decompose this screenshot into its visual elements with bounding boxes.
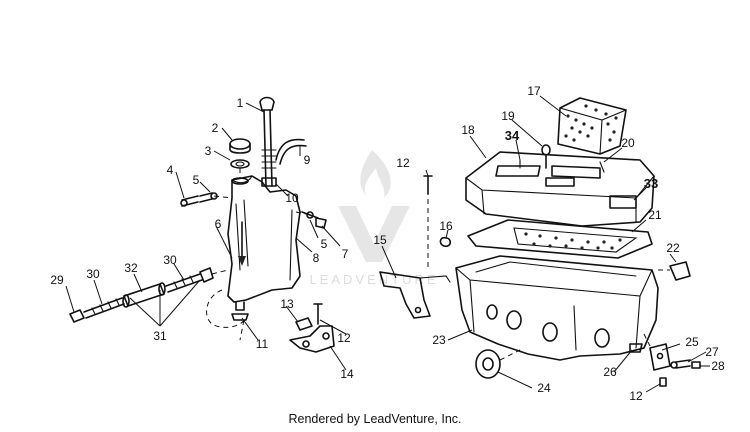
flame-logo-icon (360, 150, 391, 198)
callout-34: 34 (505, 128, 520, 143)
callout-15: 15 (373, 233, 387, 247)
inline-fuel-filter (123, 283, 165, 307)
latch-bracket (649, 343, 671, 371)
callout-1: 1 (237, 96, 244, 110)
callout-24: 24 (537, 381, 551, 395)
callout-30b: 30 (163, 253, 177, 267)
fuel-tank (227, 175, 301, 303)
callout-32: 32 (124, 261, 138, 275)
watermark-text: LEADVENTURE (309, 272, 438, 287)
cap-gasket (230, 159, 250, 169)
callout-29: 29 (50, 273, 64, 287)
fuel-line-assembly (69, 267, 229, 323)
leader-lines (65, 95, 710, 393)
callout-31: 31 (153, 329, 167, 343)
fuel-pickup-tube (263, 109, 273, 187)
callout-4: 4 (167, 163, 174, 177)
callout-19: 19 (501, 109, 515, 123)
callout-labels: 1 2 3 4 5 5 6 7 8 9 10 11 12 12 12 13 14… (50, 84, 725, 403)
callout-22: 22 (666, 241, 680, 255)
callout-18: 18 (461, 123, 475, 137)
latch-clip (669, 261, 691, 281)
retaining-knob (541, 144, 551, 156)
footer-credit: Rendered by LeadVenture, Inc. (288, 412, 462, 426)
callout-12b: 12 (337, 331, 351, 345)
callout-28: 28 (711, 359, 725, 373)
callout-27: 27 (705, 345, 719, 359)
callout-7: 7 (342, 247, 349, 261)
callout-6: 6 (215, 217, 222, 231)
callout-20: 20 (621, 136, 635, 150)
filter-pad (467, 219, 653, 259)
callout-13: 13 (280, 297, 294, 311)
callout-14: 14 (340, 367, 354, 381)
callout-23: 23 (432, 333, 446, 347)
callout-9: 9 (304, 153, 311, 167)
callout-26: 26 (603, 365, 617, 379)
fuel-tank-assembly (180, 96, 335, 353)
battery-box-lid (465, 151, 655, 227)
battery-tray (455, 255, 659, 361)
callout-3: 3 (205, 144, 212, 158)
air-filter-element (557, 97, 627, 155)
caster-wheel (475, 349, 501, 379)
callout-11: 11 (256, 337, 269, 351)
callout-25: 25 (685, 335, 699, 349)
callout-17: 17 (527, 84, 541, 98)
fuel-line (83, 297, 125, 319)
screw (199, 192, 213, 203)
callout-8: 8 (313, 251, 320, 265)
v-logo-icon (338, 206, 410, 262)
callout-30a: 30 (86, 267, 100, 281)
callout-21: 21 (648, 208, 662, 222)
battery-box-assembly (455, 97, 701, 387)
callout-5b: 5 (321, 237, 328, 251)
callout-2: 2 (212, 121, 219, 135)
callout-12a: 12 (396, 156, 410, 170)
watermark: LEADVENTURE (309, 150, 438, 287)
callout-5a: 5 (193, 173, 200, 187)
tank-bracket (289, 325, 335, 353)
mounting-bracket (379, 175, 452, 319)
callout-10: 10 (285, 191, 299, 205)
fuel-hose (275, 138, 305, 161)
callout-12c: 12 (629, 389, 643, 403)
callout-16: 16 (439, 219, 453, 233)
callout-33: 33 (644, 176, 658, 191)
fuel-cap (229, 138, 251, 150)
